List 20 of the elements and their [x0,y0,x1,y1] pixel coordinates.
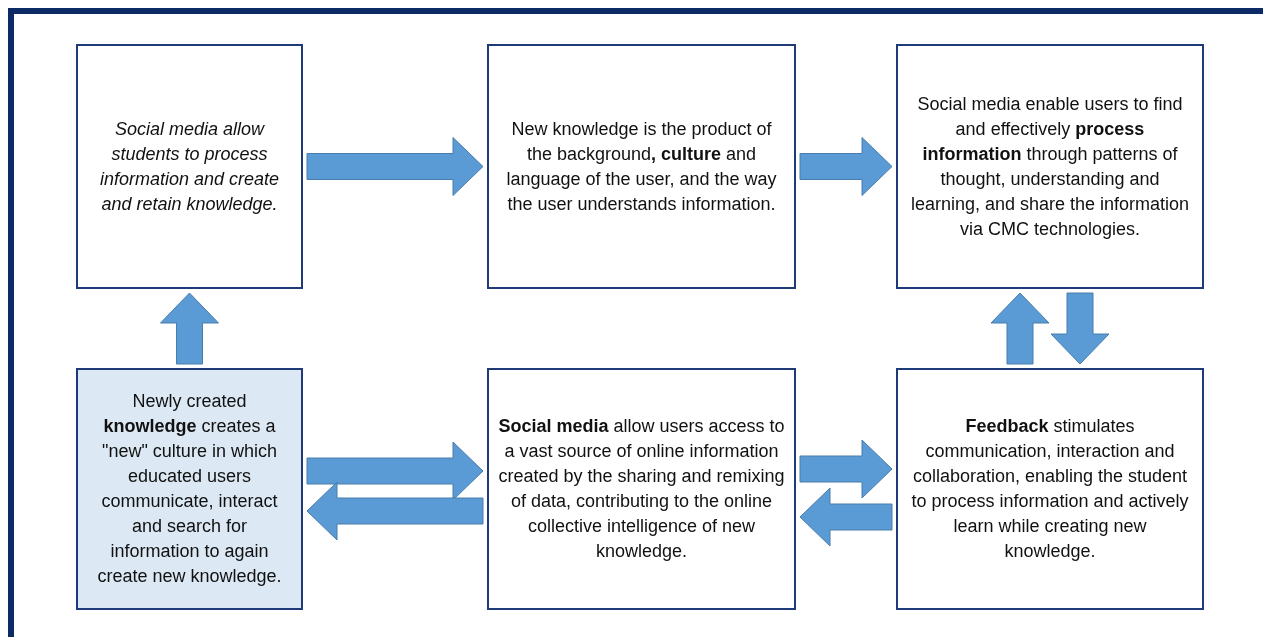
box-text: Newly created knowledge creates a "new" culture in which educated users communicate, interact and search for information to again create new knowledge. [96,390,283,588]
box-text: Social media enable users to find and effectively process information through patterns of thought, understanding and learning, and share the information via CMC technologies. [909,92,1191,241]
text-box [487,368,796,610]
box-text: Social media allow users access to a vast source of online information created by the sharing and remixing of data, contributing to the online collective intelligence of new knowledge. [497,415,786,563]
block-arrow [306,481,484,541]
box-text: Feedback stimulates communication, interaction and collaboration, enabling the student to process information and actively learn while creating new knowledge. [910,415,1190,563]
text-box [487,44,796,289]
box-text: New knowledge is the product of the background, culture and language of the user, and the way the user understands information. [505,117,778,216]
block-arrow [1050,292,1110,365]
box-text: Social media allow students to process information and create and retain knowledge. [98,117,281,216]
text-box [896,44,1204,289]
text-box [76,368,303,610]
block-arrow [990,292,1050,365]
text-box [896,368,1204,610]
text-box [76,44,303,289]
block-arrow [799,439,893,499]
block-arrow [306,137,484,196]
block-arrow [799,137,893,196]
block-arrow [799,487,893,547]
block-arrow [160,292,219,365]
